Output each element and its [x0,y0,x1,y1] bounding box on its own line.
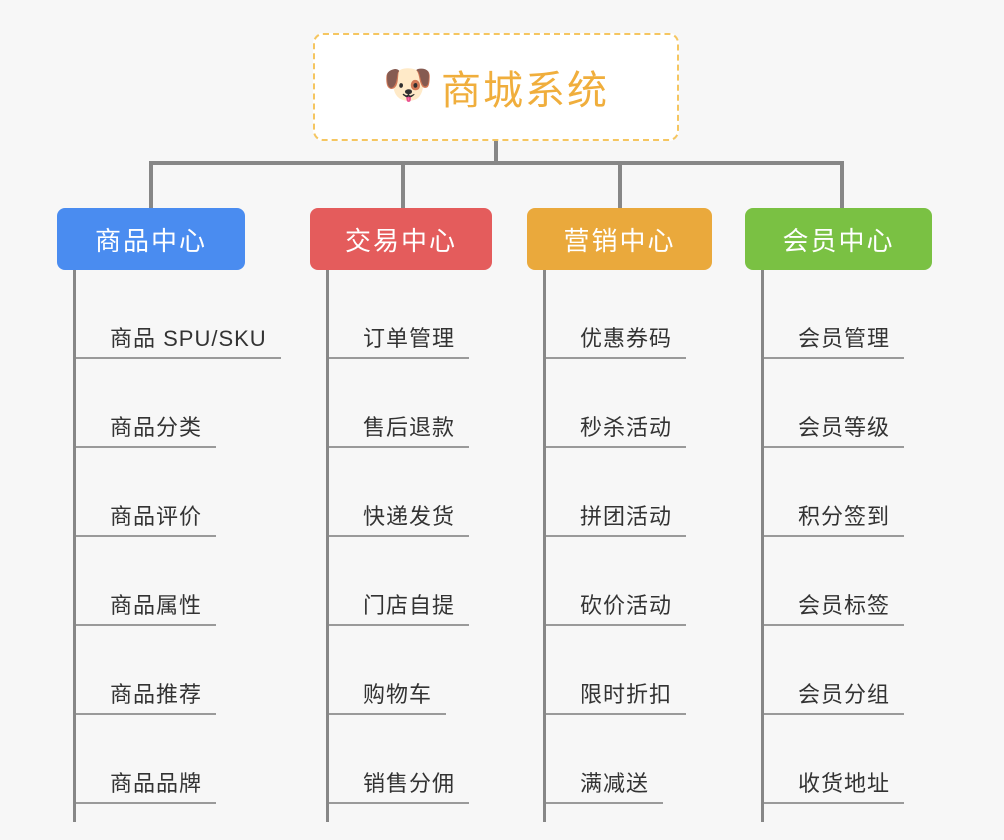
leaf-label: 会员标签 [764,588,905,626]
leaf-list-marketing-center: 优惠券码 秒杀活动 拼团活动 砍价活动 限时折扣 满减送 [543,270,712,822]
leaf-item[interactable]: 销售分佣 [329,715,492,804]
leaf-label: 会员分组 [764,677,905,715]
root-node[interactable]: 🐶 商城系统 [313,33,679,141]
leaf-item[interactable]: 商品 SPU/SKU [76,270,281,359]
leaf-label: 购物车 [329,677,447,715]
leaf-item[interactable]: 会员等级 [764,359,932,448]
leaf-item[interactable]: 会员标签 [764,537,932,626]
leaf-label: 商品推荐 [76,677,217,715]
leaf-label: 商品评价 [76,499,217,537]
leaf-item[interactable]: 满减送 [546,715,712,804]
leaf-item[interactable]: 快递发货 [329,448,492,537]
leaf-label: 满减送 [546,766,664,804]
leaf-label: 门店自提 [329,588,470,626]
leaf-label: 商品 SPU/SKU [76,321,281,359]
branch-member-center: 会员中心 会员管理 会员等级 积分签到 会员标签 会员分组 收货地址 [745,208,932,822]
leaf-item[interactable]: 会员分组 [764,626,932,715]
leaf-label: 砍价活动 [546,588,687,626]
connector-drop-1 [149,161,153,208]
category-label: 商品中心 [94,225,207,256]
leaf-label: 优惠券码 [546,321,687,359]
leaf-item[interactable]: 收货地址 [764,715,932,804]
leaf-label: 拼团活动 [546,499,687,537]
leaf-label: 秒杀活动 [546,410,687,448]
leaf-item[interactable]: 砍价活动 [546,537,712,626]
leaf-label: 积分签到 [764,499,905,537]
leaf-label: 快递发货 [329,499,470,537]
leaf-label: 限时折扣 [546,677,687,715]
leaf-item[interactable]: 拼团活动 [546,448,712,537]
category-header-marketing-center[interactable]: 营销中心 [527,208,712,270]
root-title: 商城系统 [441,69,609,113]
category-header-member-center[interactable]: 会员中心 [745,208,932,270]
category-header-trade-center[interactable]: 交易中心 [310,208,492,270]
leaf-label: 订单管理 [329,321,470,359]
connector-drop-3 [618,161,622,208]
leaf-item[interactable]: 秒杀活动 [546,359,712,448]
leaf-item[interactable]: 优惠券码 [546,270,712,359]
leaf-label: 商品品牌 [76,766,217,804]
leaf-label: 会员管理 [764,321,905,359]
leaf-label: 售后退款 [329,410,470,448]
leaf-item[interactable]: 限时折扣 [546,626,712,715]
category-header-product-center[interactable]: 商品中心 [57,208,245,270]
leaf-list-product-center: 商品 SPU/SKU 商品分类 商品评价 商品属性 商品推荐 商品品牌 [73,270,281,822]
leaf-item[interactable]: 商品推荐 [76,626,245,715]
branch-product-center: 商品中心 商品 SPU/SKU 商品分类 商品评价 商品属性 商品推荐 商品品牌 [57,208,281,822]
leaf-item[interactable]: 商品分类 [76,359,245,448]
leaf-item[interactable]: 购物车 [329,626,492,715]
leaf-label: 商品属性 [76,588,217,626]
leaf-label: 收货地址 [764,766,905,804]
connector-root-stem [494,141,498,164]
leaf-item[interactable]: 商品评价 [76,448,245,537]
leaf-label: 商品分类 [76,410,217,448]
branch-marketing-center: 营销中心 优惠券码 秒杀活动 拼团活动 砍价活动 限时折扣 满减送 [527,208,712,822]
leaf-item[interactable]: 会员管理 [764,270,932,359]
leaf-list-member-center: 会员管理 会员等级 积分签到 会员标签 会员分组 收货地址 [761,270,932,822]
category-label: 交易中心 [344,225,457,256]
category-label: 营销中心 [563,225,676,256]
shiba-dog-face-icon: 🐶 [383,63,433,107]
leaf-item[interactable]: 门店自提 [329,537,492,626]
leaf-item[interactable]: 订单管理 [329,270,492,359]
connector-drop-2 [401,161,405,208]
leaf-list-trade-center: 订单管理 售后退款 快递发货 门店自提 购物车 销售分佣 [326,270,492,822]
leaf-item[interactable]: 商品品牌 [76,715,245,804]
leaf-item[interactable]: 积分签到 [764,448,932,537]
leaf-item[interactable]: 商品属性 [76,537,245,626]
leaf-item[interactable]: 售后退款 [329,359,492,448]
branch-trade-center: 交易中心 订单管理 售后退款 快递发货 门店自提 购物车 销售分佣 [310,208,492,822]
connector-horizontal-bus [149,161,844,165]
category-label: 会员中心 [782,225,895,256]
leaf-label: 销售分佣 [329,766,470,804]
leaf-label: 会员等级 [764,410,905,448]
connector-drop-4 [840,161,844,208]
